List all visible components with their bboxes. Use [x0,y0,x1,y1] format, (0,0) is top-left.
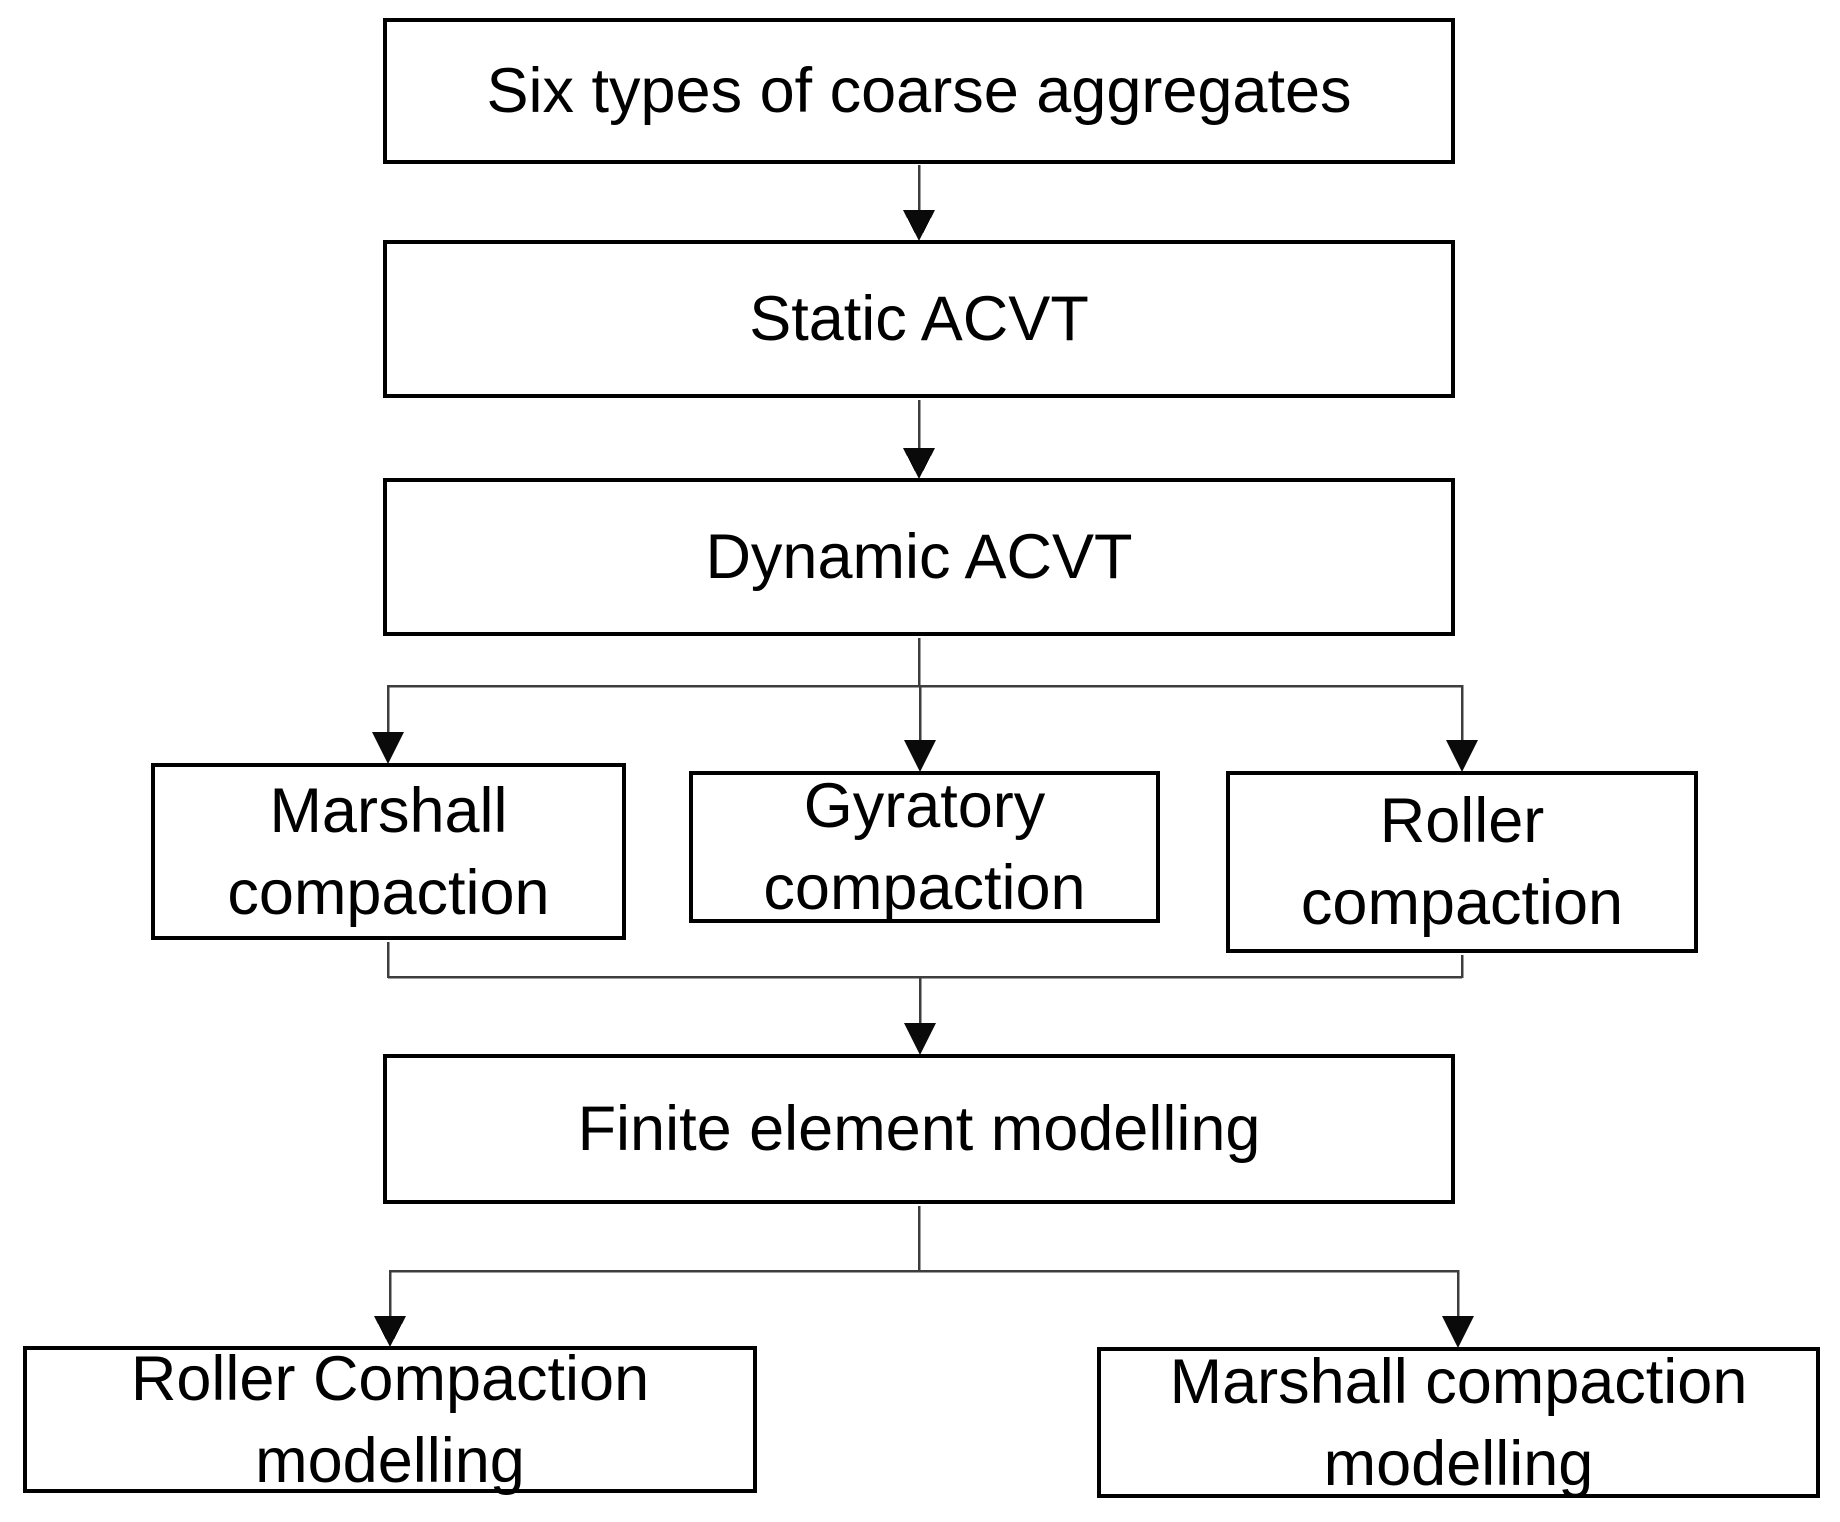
edge-six-types-to-static-acvt [903,165,935,241]
node-roller-compaction: Roller compaction [1226,771,1698,953]
node-dynamic-acvt: Dynamic ACVT [383,478,1455,636]
edge-finite-element-to-modelling-boxes [374,1206,1474,1348]
edge-static-acvt-to-dynamic-acvt [903,400,935,479]
node-label: Roller compaction [1300,786,1624,938]
node-six-types-of-coarse-aggregates: Six types of coarse aggregates [383,18,1455,164]
arrowhead [374,1316,406,1347]
arrowhead [1446,740,1478,772]
node-roller-compaction-modelling: Roller Compaction modelling [23,1344,757,1496]
arrowhead [903,210,935,241]
node-label: Finite element modelling [577,1094,1261,1164]
node-gyratory-compaction: Gyratory compaction [689,771,1160,923]
node-label: Six types of coarse aggregates [486,56,1352,126]
arrowhead [904,740,936,772]
arrowhead [372,732,404,764]
edge-dynamic-acvt-to-compaction-methods [372,638,1478,772]
node-label: Marshall compaction modelling [1169,1346,1748,1499]
node-label: Dynamic ACVT [705,522,1133,592]
arrowhead [1442,1316,1474,1348]
node-label: Static ACVT [749,284,1089,354]
arrowhead [904,1023,936,1055]
node-static-acvt: Static ACVT [383,240,1455,398]
node-label: Marshall compaction [227,775,550,928]
node-marshall-compaction-modelling: Marshall compaction modelling [1097,1347,1820,1499]
node-finite-element-modelling: Finite element modelling [383,1054,1455,1204]
node-label: Roller Compaction modelling [130,1343,650,1496]
node-marshall-compaction: Marshall compaction [151,763,626,940]
edge-compaction-methods-to-finite-element [386,942,1464,1055]
arrowhead [903,448,935,479]
node-label: Gyratory compaction [763,771,1086,923]
